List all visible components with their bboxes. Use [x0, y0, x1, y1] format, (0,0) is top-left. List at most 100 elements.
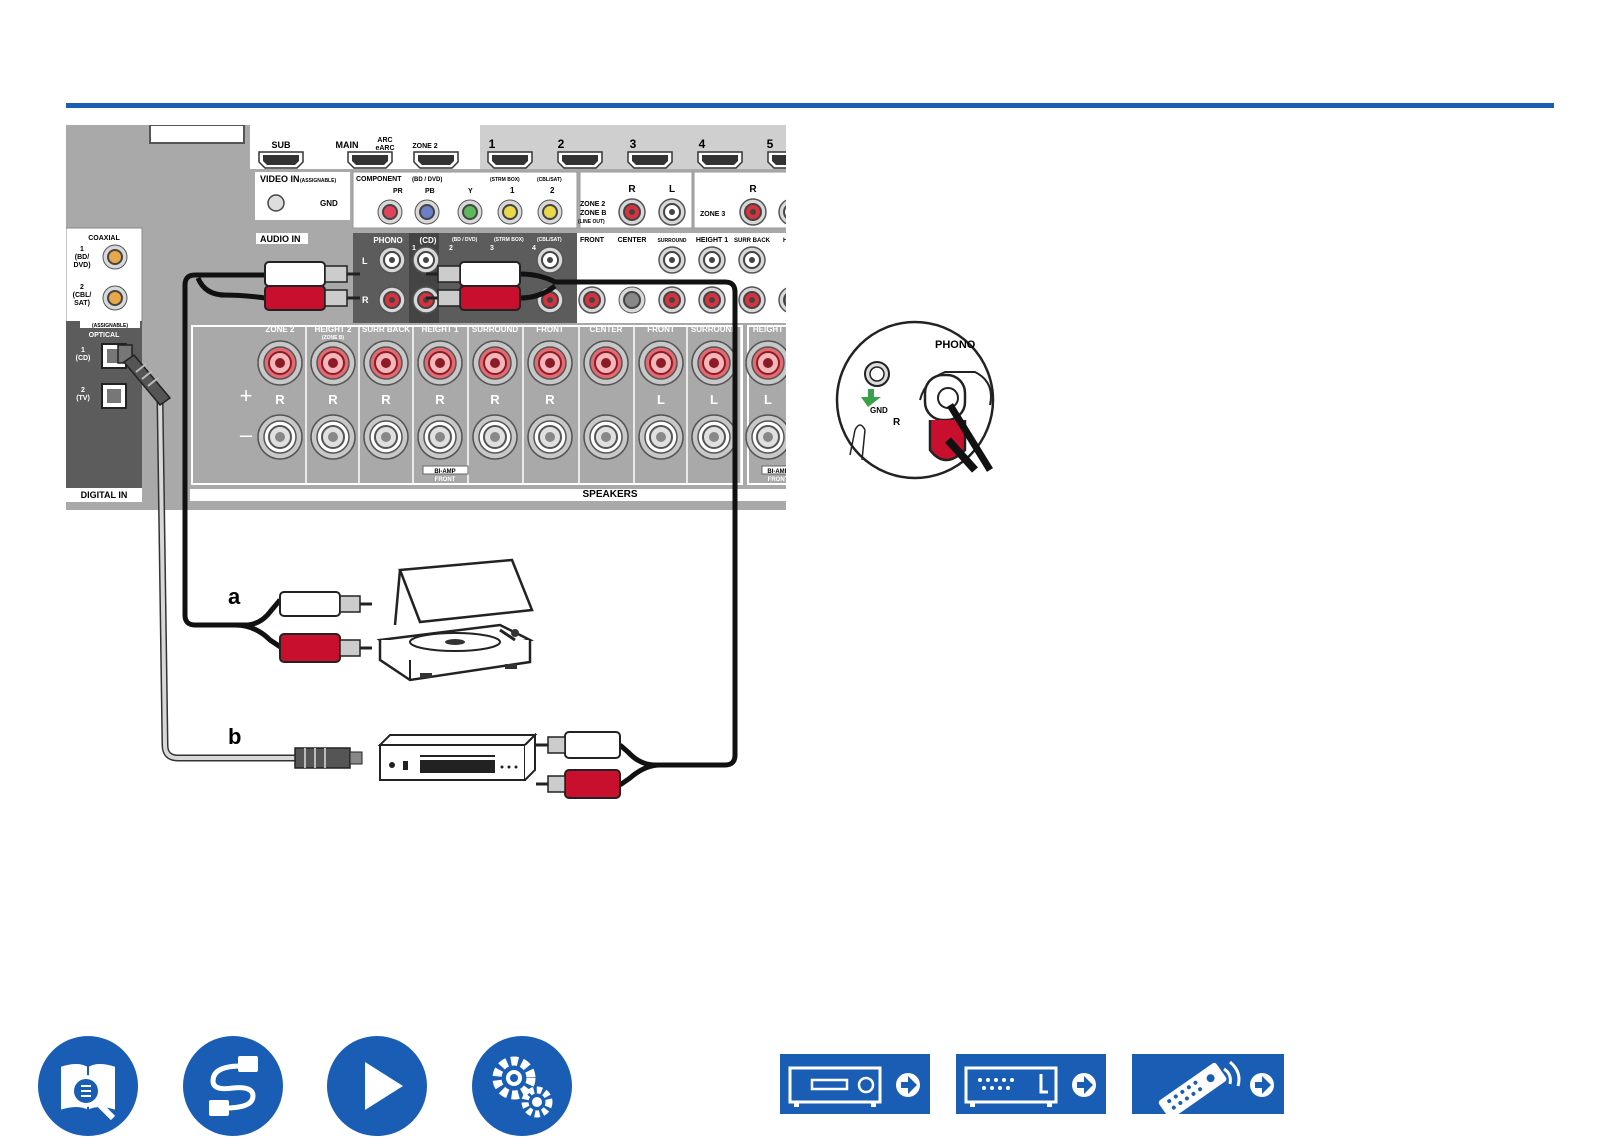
preout-height1-label: HEIGHT 1 — [696, 237, 728, 244]
preout-he-r-jack — [778, 286, 786, 314]
coaxial-2-src2: SAT) — [74, 300, 90, 307]
manual-search-button[interactable] — [38, 1036, 138, 1136]
callout-r-label: R — [893, 417, 901, 428]
speaker-plus-terminal-3 — [417, 340, 463, 386]
speaker-channel-1: R — [328, 392, 338, 407]
remote-control-button[interactable] — [1132, 1054, 1284, 1114]
hdmi-zone2-label: ZONE 2 — [412, 143, 437, 150]
audio-l-label: L — [362, 256, 368, 266]
coaxial-1-src: (BD/ — [75, 254, 89, 261]
header-rule — [66, 103, 1554, 108]
gnd-label: GND — [320, 199, 338, 208]
speaker-plus-terminal-2 — [363, 340, 409, 386]
optical-1-num: 1 — [81, 347, 85, 354]
preout-center-label: CENTER — [618, 237, 647, 244]
front-panel-icon — [788, 1066, 920, 1107]
speaker-channel-9: L — [764, 392, 772, 407]
video-in-assignable: (ASSIGNABLE) — [300, 178, 336, 184]
callout-phono-label: PHONO — [935, 339, 976, 351]
connection-button[interactable] — [183, 1036, 283, 1136]
speaker-label-3: HEIGHT 1 — [422, 325, 459, 334]
optical-1-src: (CD) — [76, 355, 91, 362]
minus-sign: – — [240, 422, 253, 447]
speaker-minus-terminal-1 — [310, 414, 356, 460]
speaker-plus-terminal-0 — [257, 340, 303, 386]
hdmi-in-2-label: 2 — [558, 137, 565, 151]
component-bd-dvd: (BD / DVD) — [412, 177, 442, 183]
biamp-front-label-2: FRONT — [768, 477, 789, 483]
optical-2-src: (TV) — [76, 395, 90, 402]
audio-r-label: R — [362, 295, 369, 305]
settings-button[interactable] — [472, 1036, 572, 1136]
hdmi-main-port — [347, 151, 393, 169]
biamp-label-2: BI-AMP — [767, 469, 788, 475]
speaker-minus-terminal-2 — [363, 414, 409, 460]
speaker-minus-terminal-8 — [691, 414, 737, 460]
cdplayer-r-plug — [536, 769, 621, 799]
composite-1-jack — [502, 204, 518, 220]
speaker-plus-terminal-6 — [583, 340, 629, 386]
hdmi-zone2-port — [413, 151, 459, 169]
component-y-label: Y — [468, 188, 473, 195]
zone3-label: ZONE 3 — [700, 211, 725, 218]
audio-in-2: 2 — [449, 245, 453, 252]
speaker-minus-terminal-0 — [257, 414, 303, 460]
speaker-plus-terminal-7 — [638, 340, 684, 386]
preout-height1-r-jack — [698, 286, 726, 314]
coaxial-1-num: 1 — [80, 246, 84, 253]
component-cbl-sat: (CBL/SAT) — [537, 177, 562, 183]
cd-analog-cable — [519, 271, 738, 768]
preout-front-r-jack — [578, 286, 606, 314]
speaker-minus-terminal-6 — [583, 414, 629, 460]
composite-2-jack — [542, 204, 558, 220]
component-y-jack — [462, 204, 478, 220]
remote-control-icon — [1158, 1060, 1274, 1114]
cable-connection-icon — [209, 1056, 258, 1116]
audio-in-1: 1 — [412, 245, 416, 252]
preout-surround-l-jack — [658, 246, 686, 274]
zone2-out-label: ZONE 2 — [580, 201, 605, 208]
optical-2-num: 2 — [81, 387, 85, 394]
callout-gnd-label: GND — [870, 406, 888, 415]
coaxial-2-jack — [107, 290, 123, 306]
hdmi-in-4-label: 4 — [699, 137, 706, 151]
speaker-channel-5: R — [545, 392, 555, 407]
speaker-minus-terminal-9 — [745, 414, 786, 460]
audio-in-3: 3 — [490, 245, 494, 252]
speaker-label-4: SURROUND — [472, 325, 518, 334]
component-pr-jack — [382, 204, 398, 220]
audio-in-4: 4 — [532, 245, 536, 252]
zone2-l-label: L — [669, 184, 675, 195]
phono-ground-callout: PHONO R GND — [835, 320, 995, 480]
speaker-label-6: CENTER — [590, 325, 623, 334]
zoneb-out-label: ZONE B — [580, 210, 606, 217]
cbl-l-jack — [536, 246, 564, 274]
zone3-r-jack — [739, 198, 767, 226]
speaker-minus-terminal-4 — [472, 414, 518, 460]
front-panel-button[interactable] — [780, 1054, 930, 1114]
speaker-plus-terminal-8 — [691, 340, 737, 386]
speaker-channel-7: L — [657, 392, 665, 407]
speaker-label-8: SURROUND — [691, 325, 737, 334]
hdmi-main-label: MAIN — [336, 140, 359, 150]
settings-gears-icon — [492, 1056, 553, 1118]
rear-panel-button[interactable] — [956, 1054, 1106, 1114]
component-strm-box: (STRM BOX) — [490, 177, 520, 183]
audio-in-label: AUDIO IN — [260, 234, 301, 244]
preout-center-jack — [623, 291, 641, 309]
speaker-channel-4: R — [490, 392, 500, 407]
optical-bottom-plug — [294, 747, 363, 769]
speaker-label-2: SURR BACK — [362, 325, 410, 334]
zone2-r-jack — [618, 198, 646, 226]
phono-label: PHONO — [373, 236, 402, 245]
phono-r-plug — [264, 285, 360, 311]
speaker-zoneb-sub: (ZONE B) — [322, 335, 345, 341]
optical-assignable: (ASSIGNABLE) — [92, 323, 128, 329]
playback-button[interactable] — [327, 1036, 427, 1136]
preout-he-label: HE — [783, 238, 791, 244]
play-icon — [365, 1062, 403, 1110]
optical-top-plug — [117, 344, 172, 407]
speakers-label: SPEAKERS — [582, 489, 637, 500]
preout-surrback-label: SURR BACK — [734, 238, 771, 244]
